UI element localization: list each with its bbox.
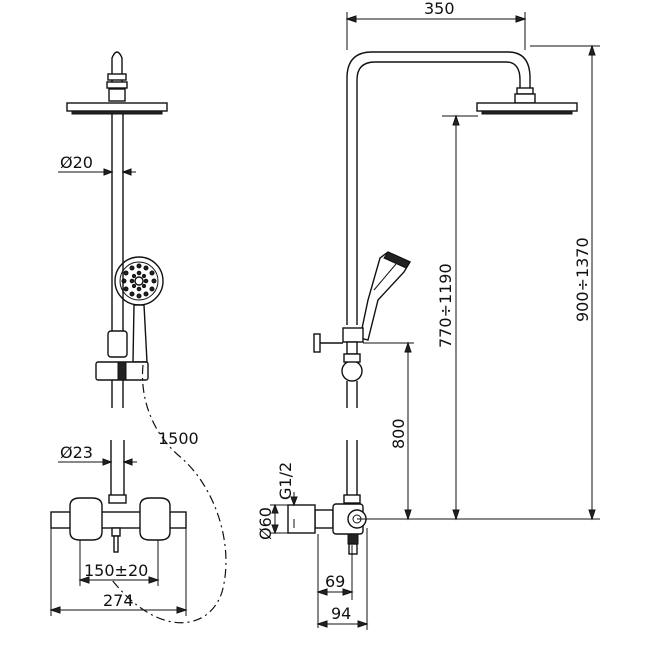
arm-reach-label: 350 xyxy=(424,0,455,18)
head-height-label: 770÷1190 xyxy=(436,263,455,348)
wall-offset-inner-label: 69 xyxy=(325,572,345,591)
dim-wall-offset-outer: 94 xyxy=(316,528,369,630)
dim-inlet-spacing: 150±20 xyxy=(78,540,160,586)
dim-pipe-diameter-lower: Ø23 xyxy=(58,443,137,466)
mixer-to-holder-label: 800 xyxy=(389,418,408,449)
dim-head-height: 770÷1190 xyxy=(436,114,478,521)
dim-mixer-width: 274 xyxy=(49,528,188,616)
pipe-diameter-upper-label: Ø20 xyxy=(60,153,93,172)
slide-holder-side xyxy=(313,327,364,382)
dim-mixer-to-holder: 800 xyxy=(363,341,414,521)
overhead-shower-head-side xyxy=(476,102,578,115)
mixer-width-label: 274 xyxy=(103,591,134,610)
hand-shower-front xyxy=(114,256,164,363)
slide-holder-front xyxy=(95,330,149,381)
dim-inlet-diameter: Ø60 xyxy=(256,503,288,540)
side-view: 350 900÷1370 770÷1190 800 xyxy=(256,0,600,630)
wall-offset-outer-label: 94 xyxy=(331,604,351,623)
total-height-label: 900÷1370 xyxy=(573,237,592,322)
dim-total-height: 900÷1370 xyxy=(530,44,600,521)
dim-wall-offset-inner: 69 xyxy=(316,534,354,628)
front-view: Ø20 Ø23 1500 150±20 274 xyxy=(49,51,227,624)
inlet-thread-label: G1/2 xyxy=(276,462,295,500)
hand-shower-side xyxy=(359,251,412,341)
dim-pipe-diameter-upper: Ø20 xyxy=(58,153,136,176)
dim-arm-reach: 350 xyxy=(345,0,527,50)
dim-inlet-thread: G1/2 xyxy=(276,462,315,528)
hose-length-label: 1500 xyxy=(158,429,199,448)
pipe-diameter-lower-label: Ø23 xyxy=(60,443,93,462)
inlet-diameter-label: Ø60 xyxy=(256,507,275,540)
thermostatic-mixer-front xyxy=(50,497,187,553)
mixer-body-side xyxy=(287,503,367,555)
shower-hose xyxy=(111,364,227,624)
inlet-spacing-label: 150±20 xyxy=(84,561,148,580)
overhead-shower-head-front xyxy=(66,102,168,115)
